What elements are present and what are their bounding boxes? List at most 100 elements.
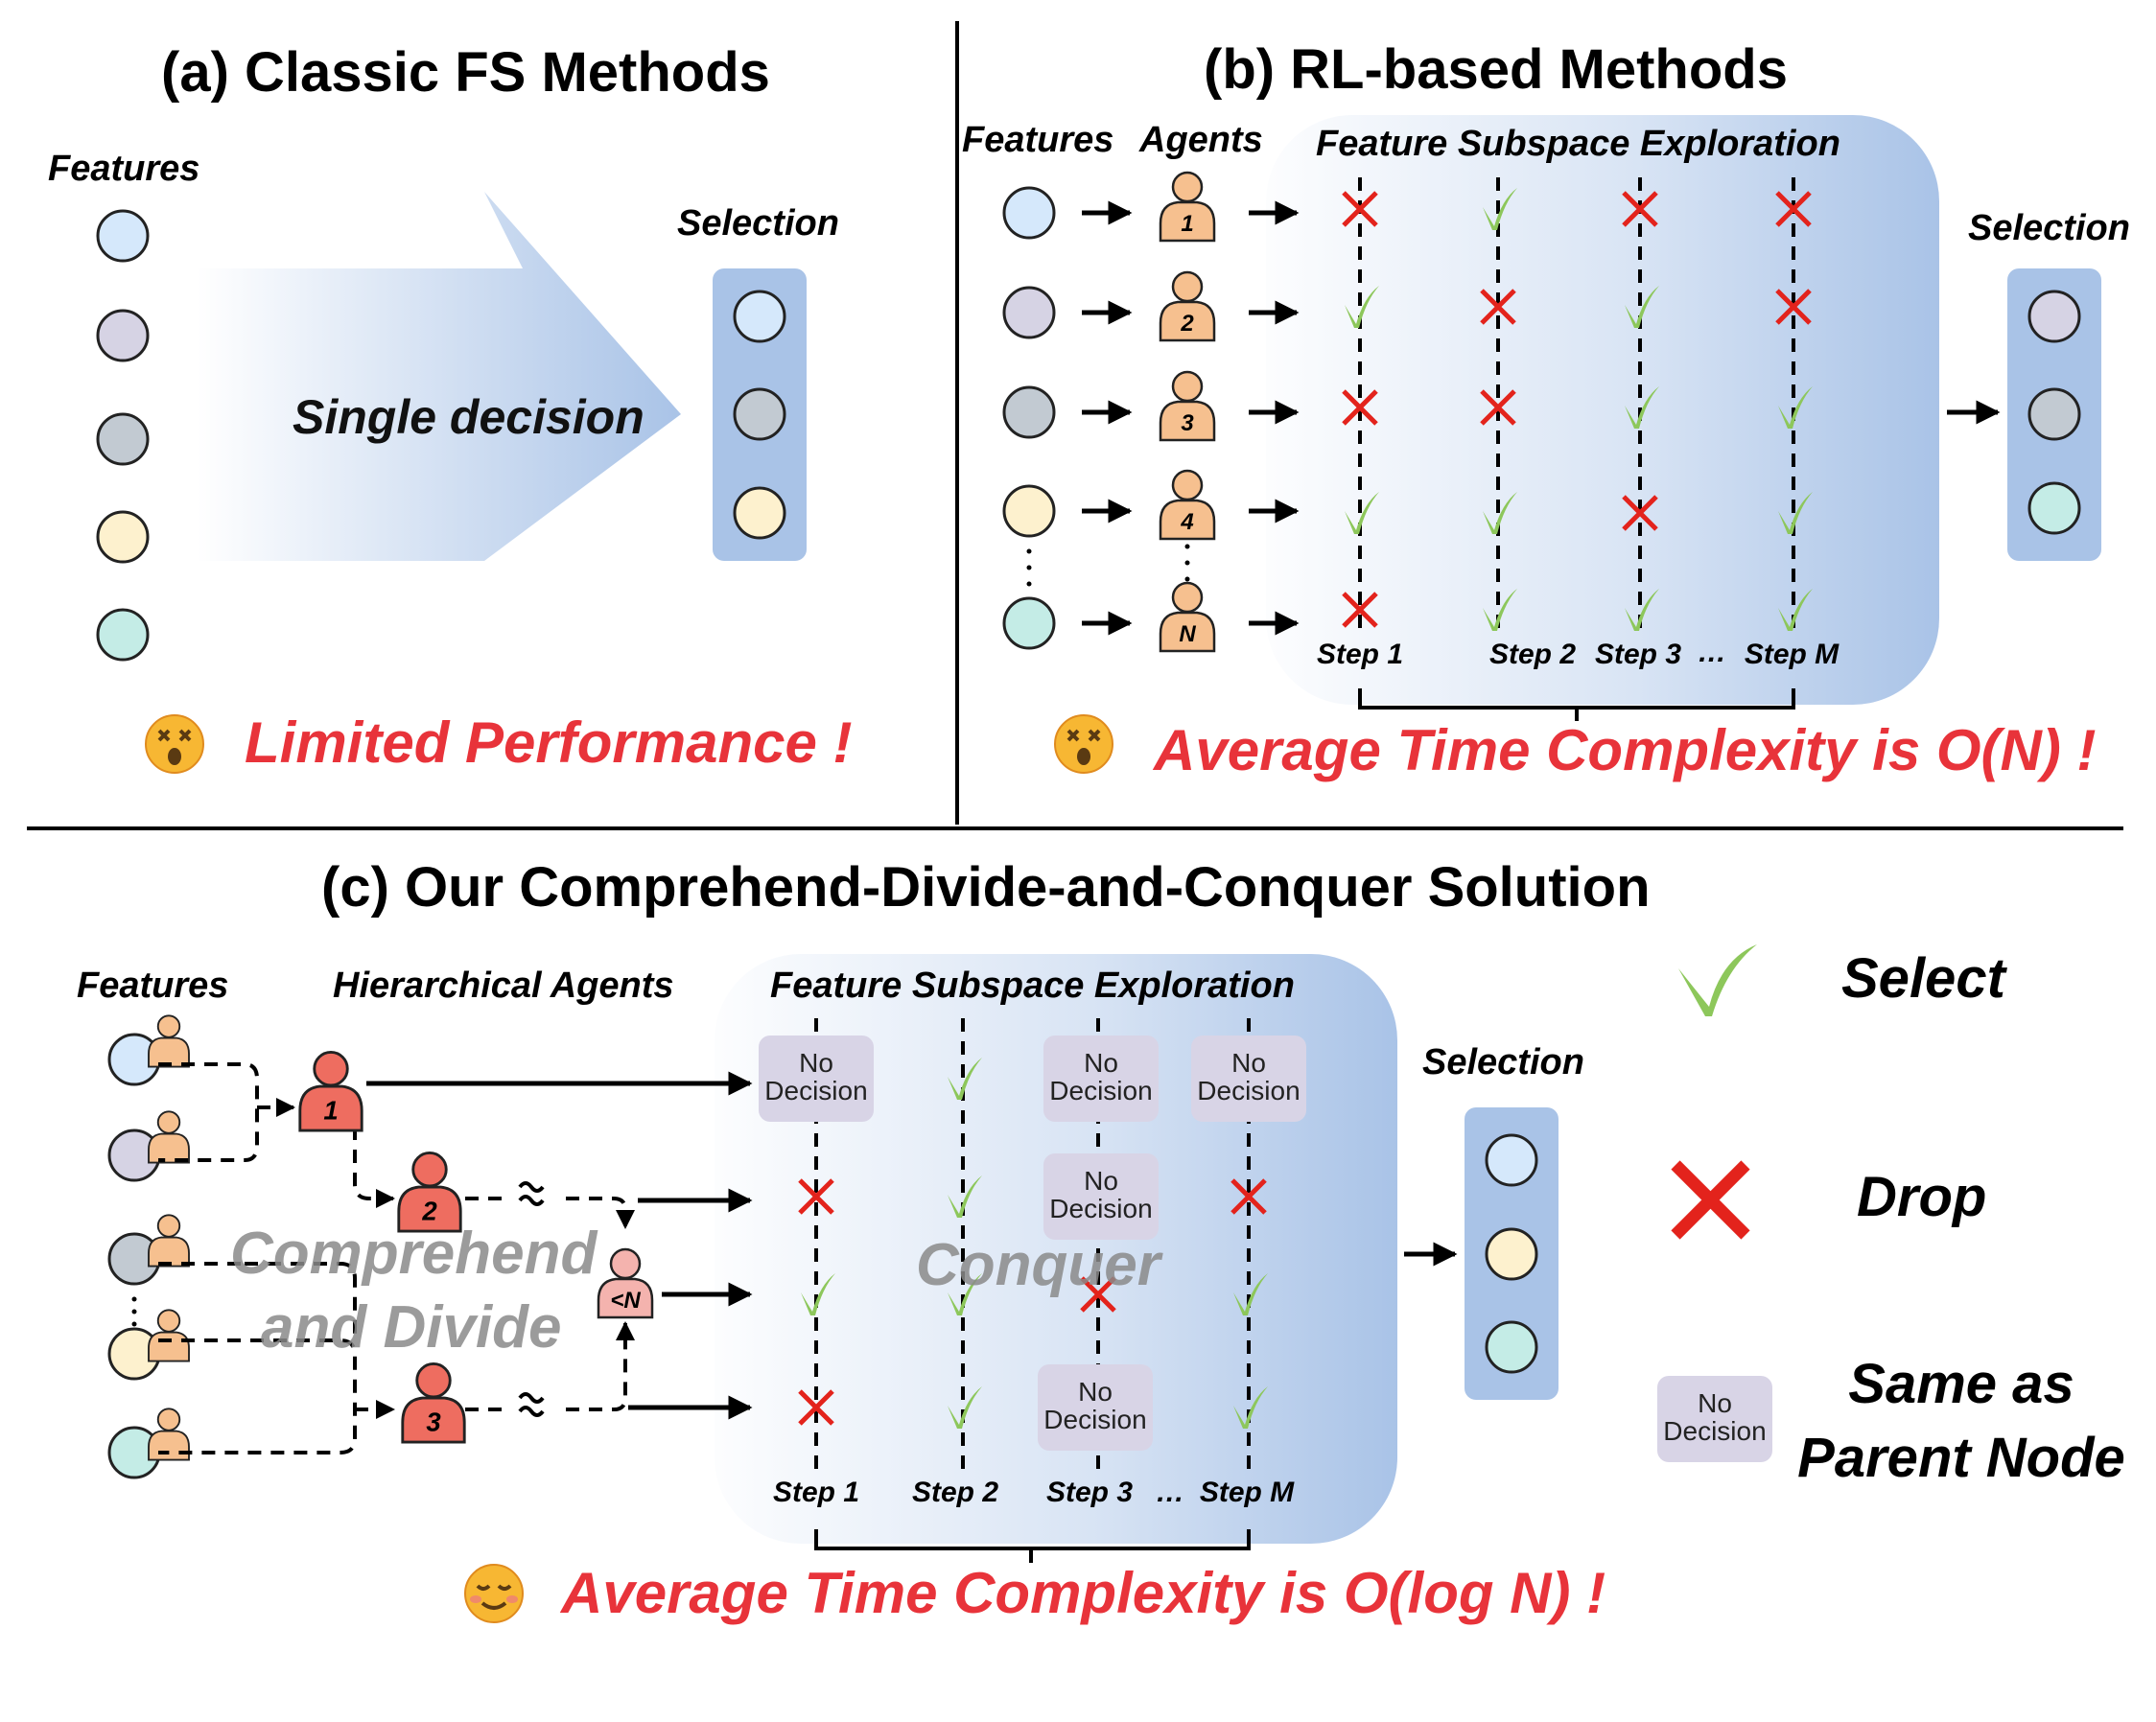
- panel-b-selected-circle: [2027, 290, 2081, 343]
- legend-no-decision-line2: Decision: [1663, 1416, 1766, 1446]
- panel-c: (c) Our Comprehend-Divide-and-Conquer So…: [77, 856, 1651, 1625]
- panel-b-agent-icon-id: 2: [1180, 311, 1194, 337]
- hierarchical-agent-1-icon: 1: [298, 1051, 363, 1132]
- panel-b-decision-check-icon: [1483, 492, 1517, 534]
- panel-b-decision-cross-icon: [1775, 191, 1812, 227]
- panel-c-selected-circle: [1485, 1320, 1538, 1374]
- panel-a-feature-circle: [96, 209, 150, 263]
- svg-text:No: No: [1084, 1166, 1118, 1196]
- panel-b-step-label: Step 1: [1317, 639, 1403, 670]
- panel-b-decision-cross-icon: [1342, 592, 1378, 628]
- svg-text:Decision: Decision: [1197, 1076, 1300, 1105]
- ellipsis-dot: [131, 1296, 137, 1302]
- panel-b-agents-label: Agents: [1138, 120, 1263, 160]
- panel-c-title: (c) Our Comprehend-Divide-and-Conquer So…: [321, 856, 1651, 919]
- panel-c-feature-list: [107, 1014, 190, 1479]
- svg-text:Decision: Decision: [1043, 1405, 1146, 1434]
- panel-c-decision-check-icon: [948, 1058, 982, 1100]
- ellipsis-dot: [1026, 581, 1032, 587]
- panel-b-features-label: Features: [962, 120, 1113, 160]
- legend-no-decision-box: [1657, 1376, 1772, 1462]
- panel-c-selection-list: [1485, 1133, 1538, 1374]
- panel-c-exploration-label: Feature Subspace Exploration: [770, 966, 1295, 1006]
- panel-b-decision-check-icon: [1483, 589, 1517, 631]
- legend-select-label: Select: [1841, 947, 2008, 1010]
- panel-b-agent-icon-id: 1: [1181, 211, 1193, 237]
- panel-b-decision-check-icon: [1483, 188, 1517, 230]
- panel-c-step-label: Step 1: [773, 1477, 859, 1508]
- panel-b-decision-check-icon: [1625, 589, 1659, 631]
- panel-b-title: (b) RL-based Methods: [1204, 38, 1788, 101]
- ellipsis-dot: [1026, 548, 1032, 554]
- hierarchical-agent-1-icon-id: 1: [323, 1096, 338, 1126]
- ellipsis-dot: [1026, 565, 1032, 570]
- panel-c-decision-check-icon: [1233, 1386, 1268, 1429]
- panel-c-decision-check-icon: [1233, 1273, 1268, 1315]
- panel-b-decision-check-icon: [1625, 286, 1659, 328]
- panel-b-decision-check-icon: [1625, 386, 1659, 429]
- panel-b-decision-cross-icon: [1622, 191, 1658, 227]
- panel-b-agent-icon-id: N: [1179, 621, 1196, 647]
- c-link-f4f5-agent3: [158, 1338, 393, 1454]
- panel-a-selection-list: [733, 290, 786, 540]
- panel-c-agents: 1 2 3 <N: [298, 1051, 654, 1444]
- panel-b-ellipsis: …: [1698, 637, 1726, 668]
- panel-b-feature-circle: [1002, 385, 1056, 439]
- panel-b-decision-check-icon: [1778, 386, 1813, 429]
- panel-c-feature-agent-icon: [148, 1309, 190, 1362]
- panel-b-feature-circle: [1002, 596, 1056, 650]
- panel-b-step-bracket: [1358, 688, 1795, 721]
- panel-b-agent-icon: 3: [1159, 370, 1216, 442]
- panel-b-decision-cross-icon: [1480, 289, 1516, 325]
- panel-a-selected-circle: [733, 486, 786, 540]
- panel-c-step-label: Step 3: [1046, 1477, 1133, 1508]
- panel-a-selection-label: Selection: [677, 203, 839, 244]
- panel-b-selected-circle: [2027, 481, 2081, 535]
- approx-symbol-icon: [518, 1181, 545, 1417]
- dizzy-face-icon: [1054, 714, 1113, 774]
- panel-a-feature-circle: [96, 412, 150, 466]
- single-decision-label: Single decision: [293, 390, 644, 444]
- panel-c-decision-check-icon: [948, 1273, 982, 1315]
- comprehend-divide-line2: and Divide: [261, 1294, 562, 1361]
- legend-cross-icon: [1671, 1160, 1750, 1240]
- panel-a-title: (a) Classic FS Methods: [161, 41, 770, 104]
- ellipsis-dot: [131, 1309, 137, 1315]
- svg-text:Decision: Decision: [1049, 1194, 1152, 1223]
- panel-c-decision-cross-icon: [1080, 1276, 1116, 1313]
- panel-a-feature-circle: [96, 510, 150, 564]
- panel-b-exploration-region: [1266, 115, 1939, 705]
- panel-c-selected-circle: [1485, 1227, 1538, 1281]
- panel-b-decision-check-icon: [1345, 286, 1379, 328]
- panel-b-decision-cross-icon: [1342, 191, 1378, 227]
- sub-agent-icon: <N: [597, 1247, 654, 1319]
- panel-b-decision-check-icon: [1778, 589, 1813, 631]
- ellipsis-dot: [1184, 576, 1190, 582]
- panel-c-features-label: Features: [77, 966, 228, 1006]
- panel-c-step-bracket: [814, 1529, 1251, 1563]
- panel-b-exploration-label: Feature Subspace Exploration: [1316, 124, 1840, 164]
- panel-b-feature-circle: [1002, 186, 1056, 240]
- panel-a-features-label: Features: [48, 149, 199, 189]
- panel-c-agents-label: Hierarchical Agents: [333, 966, 674, 1006]
- panel-a-feature-list: [96, 209, 150, 662]
- panel-b-feature-circle: [1002, 286, 1056, 339]
- svg-text:No: No: [1231, 1048, 1266, 1078]
- panel-b-selection-label: Selection: [1968, 208, 2130, 248]
- panel-a-selected-circle: [733, 290, 786, 343]
- panel-b-agent-icon: 2: [1159, 270, 1216, 342]
- panel-b-agent-icon-id: 3: [1181, 410, 1194, 436]
- hierarchical-agent-2-icon: 2: [397, 1152, 462, 1233]
- hierarchical-agent-3-icon: 3: [401, 1362, 466, 1444]
- c-link-f1f2-agent1: [158, 1062, 293, 1162]
- dizzy-face-icon: [145, 714, 204, 774]
- panel-b-step-label: Step 3: [1595, 639, 1681, 670]
- ellipsis-dot: [1184, 544, 1190, 549]
- panel-b-feature-circle: [1002, 484, 1056, 538]
- svg-text:No: No: [1084, 1048, 1118, 1078]
- svg-text:Decision: Decision: [1049, 1076, 1152, 1105]
